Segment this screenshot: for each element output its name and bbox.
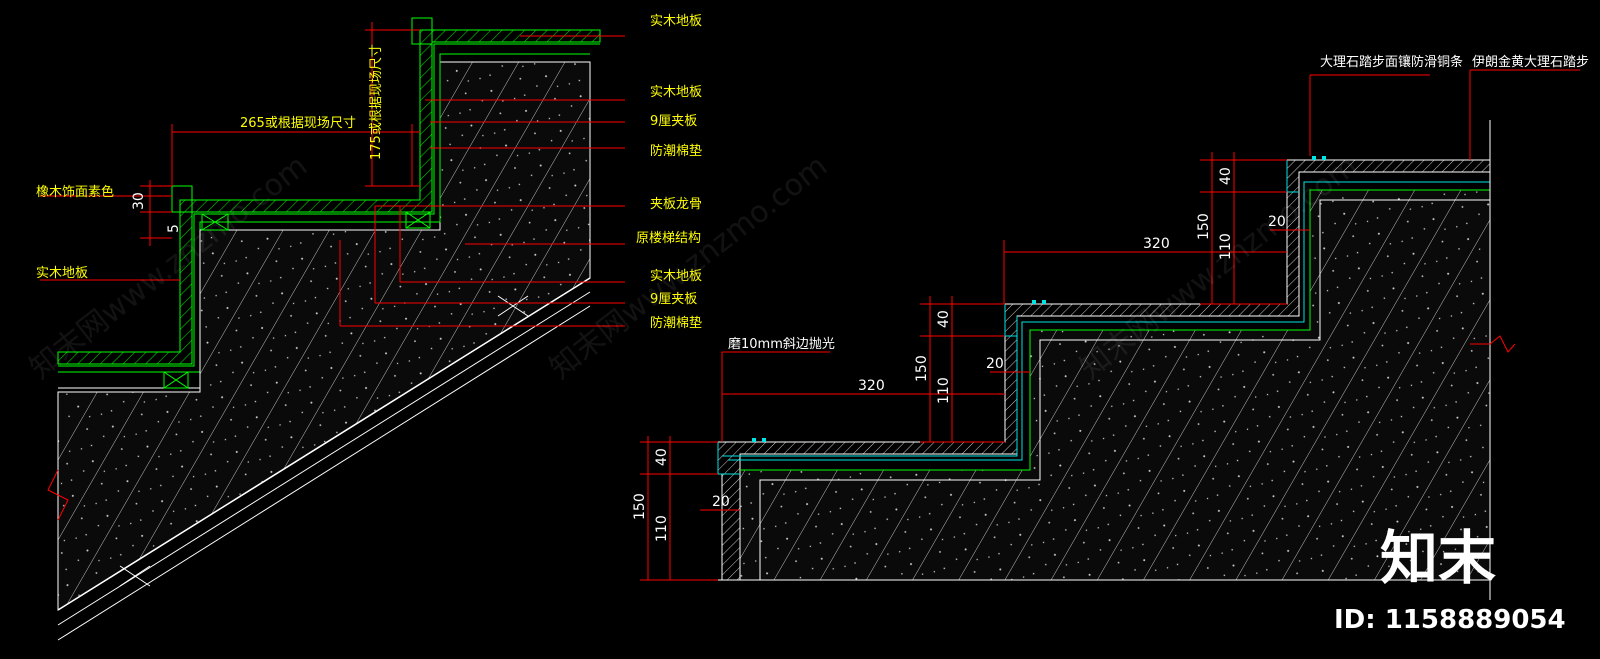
- dim-150-upper: 150: [1196, 213, 1212, 240]
- label-moisture-pad-1: 防潮棉垫: [650, 143, 702, 159]
- label-oak-finish: 橡木饰面素色: [36, 184, 114, 200]
- dim-110-upper: 110: [1218, 233, 1234, 260]
- right-detail: 大理石踏步面镶防滑铜条 伊朗金黄大理石踏步 磨10mm斜边抛光 320 320 …: [632, 54, 1589, 600]
- dim-150-lower: 150: [632, 493, 648, 520]
- brand-logo: 知末: [1380, 524, 1496, 592]
- left-concrete-structure: [57, 61, 591, 611]
- dim-150-middle: 150: [914, 355, 930, 382]
- dim-110-middle: 110: [936, 377, 952, 404]
- label-solid-wood-floor-left: 实木地板: [36, 266, 88, 281]
- left-wood-cladding: [57, 29, 601, 365]
- label-marble-step: 伊朗金黄大理石踏步: [1472, 54, 1589, 70]
- label-bevel-polish: 磨10mm斜边抛光: [728, 337, 835, 352]
- label-plywood-9-2: 9厘夹板: [650, 292, 697, 307]
- label-solid-wood-floor-2: 实木地板: [650, 85, 702, 100]
- dim-20-middle: 20: [986, 356, 1004, 372]
- label-plywood-9-1: 9厘夹板: [650, 114, 697, 129]
- dim-20-upper: 20: [1268, 214, 1286, 230]
- label-solid-wood-floor-1: 实木地板: [650, 14, 702, 29]
- right-concrete-structure: [739, 189, 1491, 581]
- dim-tread-320-lower: 320: [858, 378, 885, 394]
- label-original-stair: 原楼梯结构: [636, 231, 701, 246]
- dim-40-upper: 40: [1218, 167, 1234, 185]
- label-copper-strip: 大理石踏步面镶防滑铜条: [1320, 54, 1463, 70]
- dim-thick-30: 30: [131, 192, 147, 210]
- label-plywood-keel: 夹板龙骨: [650, 197, 702, 212]
- dim-20-lower: 20: [712, 494, 730, 510]
- dim-tread-320-upper: 320: [1143, 236, 1170, 252]
- dim-110-lower: 110: [654, 515, 670, 542]
- brand-id: ID: 1158889054: [1334, 605, 1566, 635]
- label-solid-wood-floor-3: 实木地板: [650, 269, 702, 284]
- dim-riser-175: 175或根据现场尺寸: [369, 44, 384, 160]
- label-moisture-pad-2: 防潮棉垫: [650, 315, 702, 331]
- left-detail: 实木地板 实木地板 9厘夹板 防潮棉垫 夹板龙骨 原楼梯结构 实木地板 9厘夹板…: [36, 14, 702, 641]
- dim-thick-5: 5: [166, 224, 182, 233]
- dim-40-lower: 40: [654, 448, 670, 466]
- dim-tread-265: 265或根据现场尺寸: [240, 116, 356, 131]
- dim-40-middle: 40: [936, 310, 952, 328]
- right-marble-steps: [717, 159, 1491, 581]
